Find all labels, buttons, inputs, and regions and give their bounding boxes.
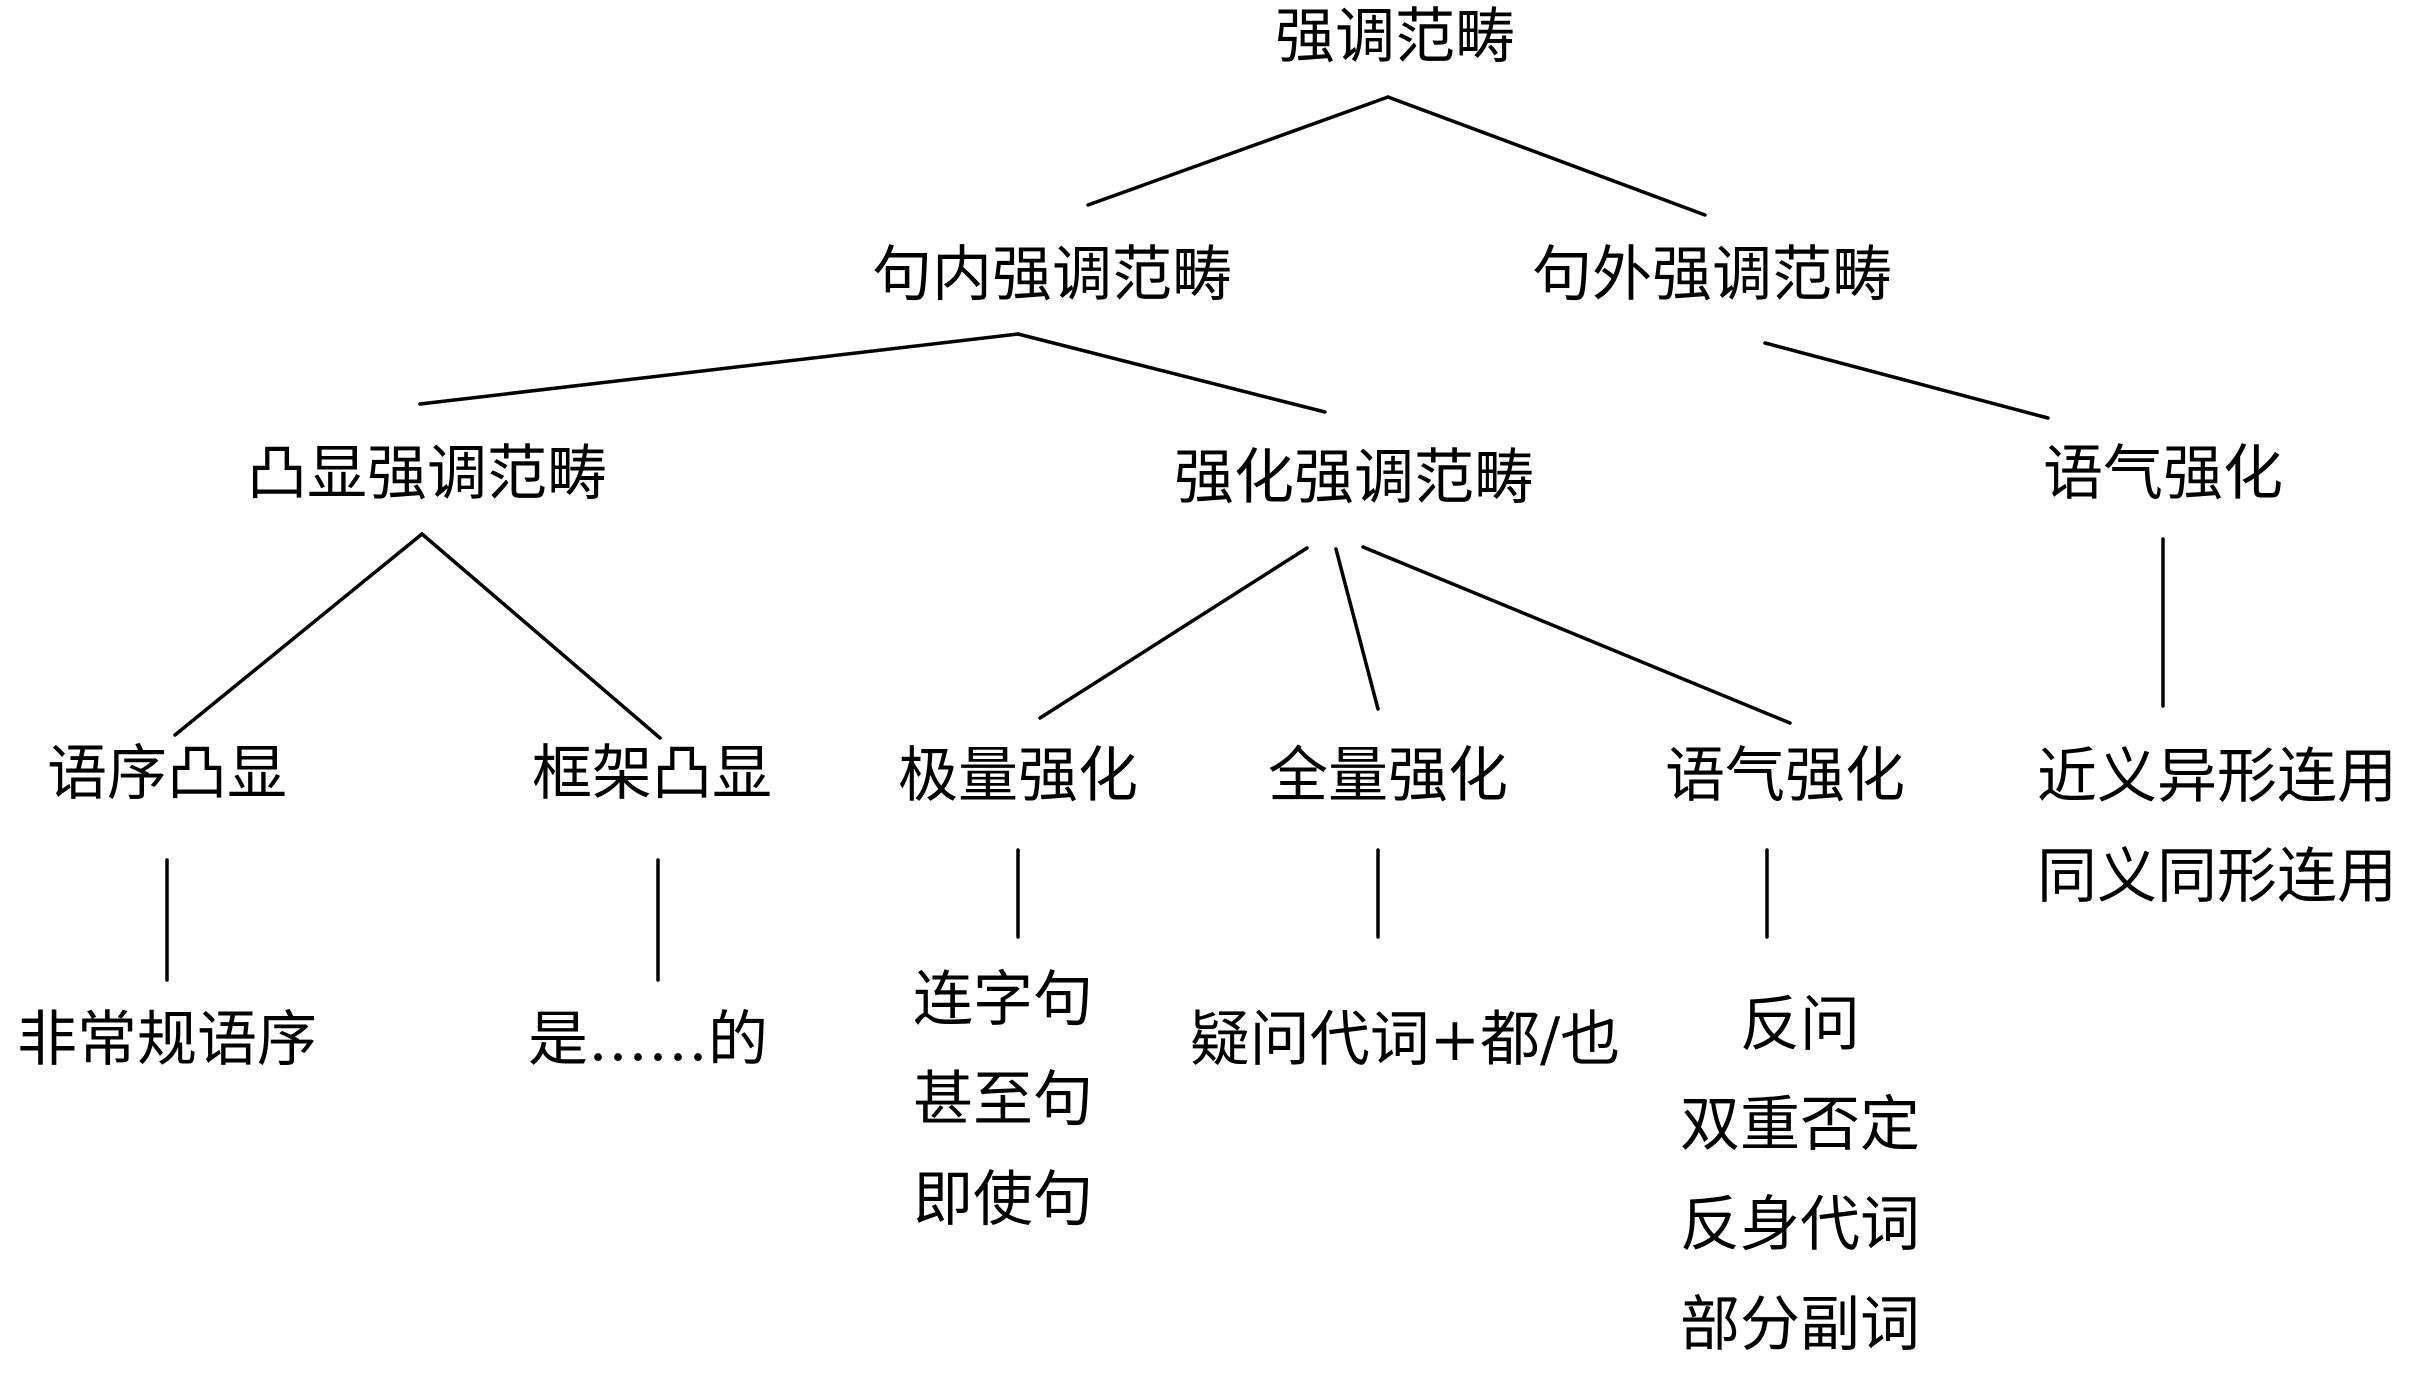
word-order-example-label: 非常规语序 bbox=[17, 1005, 317, 1075]
edge-prominence-frame bbox=[420, 532, 662, 740]
total-label: 全量强化 bbox=[1268, 741, 1508, 811]
frame-example-label: 是……的 bbox=[528, 1005, 768, 1075]
prominence-node: 凸显强调范畴 bbox=[247, 424, 607, 524]
mood-example: 反身代词 bbox=[1680, 1190, 1920, 1260]
edge-intensify-mood bbox=[1361, 545, 1792, 725]
edge-root-outer bbox=[1386, 95, 1707, 217]
inner-sentence-label: 句内强调范畴 bbox=[872, 240, 1232, 310]
mood-example: 反问 bbox=[1740, 990, 1860, 1060]
intensify-node: 强化强调范畴 bbox=[1174, 428, 1534, 528]
extreme-examples: 连字句 甚至句 即使句 bbox=[913, 950, 1093, 1250]
outer-sentence-label: 句外强调范畴 bbox=[1532, 240, 1892, 310]
extreme-example: 即使句 bbox=[913, 1165, 1093, 1235]
extreme-example: 甚至句 bbox=[913, 1065, 1093, 1135]
outer-mood-node: 语气强化 bbox=[2043, 424, 2283, 524]
total-example-label: 疑问代词+都/也 bbox=[1189, 1005, 1621, 1075]
word-order-label: 语序凸显 bbox=[47, 739, 287, 809]
intensify-label: 强化强调范畴 bbox=[1174, 443, 1534, 513]
frame-label: 框架凸显 bbox=[532, 739, 772, 809]
outer-mood-label: 语气强化 bbox=[2043, 439, 2283, 509]
outer-example: 同义同形连用 bbox=[2037, 842, 2397, 912]
extreme-node: 极量强化 bbox=[898, 726, 1138, 826]
edge-inner-prominence bbox=[418, 332, 1020, 406]
inner-sentence-node: 句内强调范畴 bbox=[872, 225, 1232, 325]
outer-mood-examples: 近义异形连用 同义同形连用 bbox=[2037, 727, 2397, 927]
extreme-label: 极量强化 bbox=[898, 741, 1138, 811]
word-order-example: 非常规语序 bbox=[17, 990, 317, 1090]
outer-example: 近义异形连用 bbox=[2037, 742, 2397, 812]
edge-outer-mood bbox=[1763, 341, 2050, 420]
prominence-label: 凸显强调范畴 bbox=[247, 439, 607, 509]
total-example: 疑问代词+都/也 bbox=[1190, 990, 1621, 1090]
word-order-node: 语序凸显 bbox=[47, 724, 287, 824]
total-node: 全量强化 bbox=[1268, 726, 1508, 826]
edge-intensify-extreme bbox=[1038, 546, 1309, 720]
mood-example: 双重否定 bbox=[1680, 1090, 1920, 1160]
frame-node: 框架凸显 bbox=[532, 724, 772, 824]
edge-prominence-word-order bbox=[173, 532, 424, 737]
mood-examples: 反问 双重否定 反身代词 部分副词 bbox=[1680, 975, 1920, 1375]
outer-sentence-node: 句外强调范畴 bbox=[1532, 225, 1892, 325]
root-node: 强调范畴 bbox=[1275, 0, 1515, 87]
edge-inner-intensify bbox=[1016, 332, 1327, 414]
extreme-example: 连字句 bbox=[913, 965, 1093, 1035]
frame-example: 是……的 bbox=[528, 990, 768, 1090]
mood-example: 部分副词 bbox=[1680, 1290, 1920, 1360]
edge-root-inner bbox=[1086, 95, 1390, 207]
mood-label: 语气强化 bbox=[1665, 741, 1905, 811]
mood-node: 语气强化 bbox=[1665, 726, 1905, 826]
edge-intensify-total bbox=[1334, 547, 1380, 711]
root-node-label: 强调范畴 bbox=[1275, 2, 1515, 72]
